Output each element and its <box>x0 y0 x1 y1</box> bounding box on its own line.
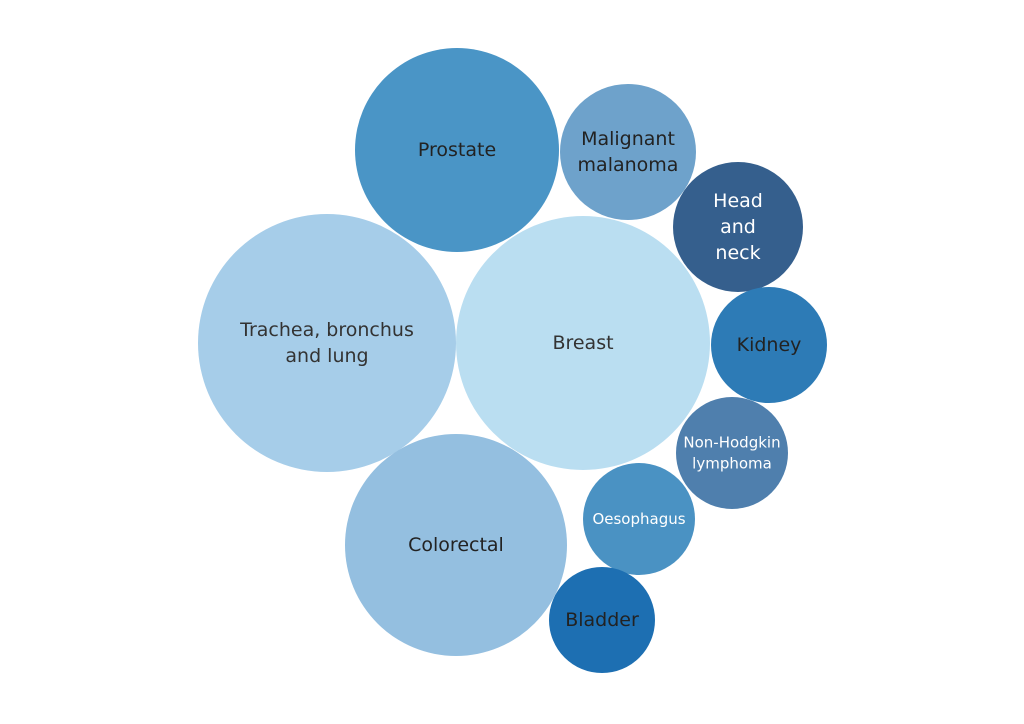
bubble-label-malignant-malanoma: Malignant malanoma <box>578 128 679 176</box>
bubble-label-line: malanoma <box>578 154 679 176</box>
bubble-circle-malignant-malanoma <box>560 84 696 220</box>
bubble-bladder: Bladder <box>549 567 655 673</box>
bubble-kidney: Kidney <box>711 287 827 403</box>
bubble-label-breast: Breast <box>552 332 613 354</box>
bubble-trachea-bronchus-and-lung: Trachea, bronchus and lung <box>198 214 456 472</box>
bubble-label-prostate: Prostate <box>418 139 496 161</box>
bubble-label-head-and-neck: Head and neck <box>713 190 763 264</box>
bubble-label-line: Prostate <box>418 139 496 161</box>
bubble-label-kidney: Kidney <box>737 334 802 356</box>
bubble-head-and-neck: Head and neck <box>673 162 803 292</box>
bubble-label-line: Breast <box>552 332 613 354</box>
bubble-circle-prostate <box>355 48 559 252</box>
bubble-circle-trachea-bronchus-and-lung <box>198 214 456 472</box>
bubble-label-line: and <box>720 216 756 238</box>
bubble-label-line: lymphoma <box>692 454 772 472</box>
bubble-prostate: Prostate <box>355 48 559 252</box>
bubble-label-line: Trachea, bronchus <box>239 319 414 341</box>
bubble-label-colorectal: Colorectal <box>408 534 504 556</box>
bubble-label-non-hodgkin-lymphoma: Non-Hodgkin lymphoma <box>683 434 780 473</box>
bubble-label-line: Kidney <box>737 334 802 356</box>
bubble-label-bladder: Bladder <box>565 609 639 631</box>
bubble-circle-non-hodgkin-lymphoma <box>676 397 788 509</box>
bubble-label-line: Oesophagus <box>592 510 685 528</box>
bubble-label-trachea-bronchus-and-lung: Trachea, bronchus and lung <box>239 319 414 367</box>
bubble-label-line: Non-Hodgkin <box>683 434 780 452</box>
bubble-circle-bladder <box>549 567 655 673</box>
bubble-oesophagus: Oesophagus <box>583 463 695 575</box>
bubble-malignant-malanoma: Malignant malanoma <box>560 84 696 220</box>
bubble-label-line: Head <box>713 190 763 212</box>
bubble-label-line: and lung <box>285 345 368 367</box>
bubble-circle-oesophagus <box>583 463 695 575</box>
bubble-circle-kidney <box>711 287 827 403</box>
bubble-label-line: Colorectal <box>408 534 504 556</box>
bubble-label-line: Bladder <box>565 609 639 631</box>
bubble-non-hodgkin-lymphoma: Non-Hodgkin lymphoma <box>676 397 788 509</box>
bubble-label-line: neck <box>715 242 760 264</box>
bubble-colorectal: Colorectal <box>345 434 567 656</box>
bubble-label-line: Malignant <box>581 128 675 150</box>
bubble-breast: Breast <box>456 216 710 470</box>
bubble-circle-colorectal <box>345 434 567 656</box>
bubble-label-oesophagus: Oesophagus <box>592 510 685 528</box>
bubble-circle-breast <box>456 216 710 470</box>
bubble-circle-head-and-neck <box>673 162 803 292</box>
